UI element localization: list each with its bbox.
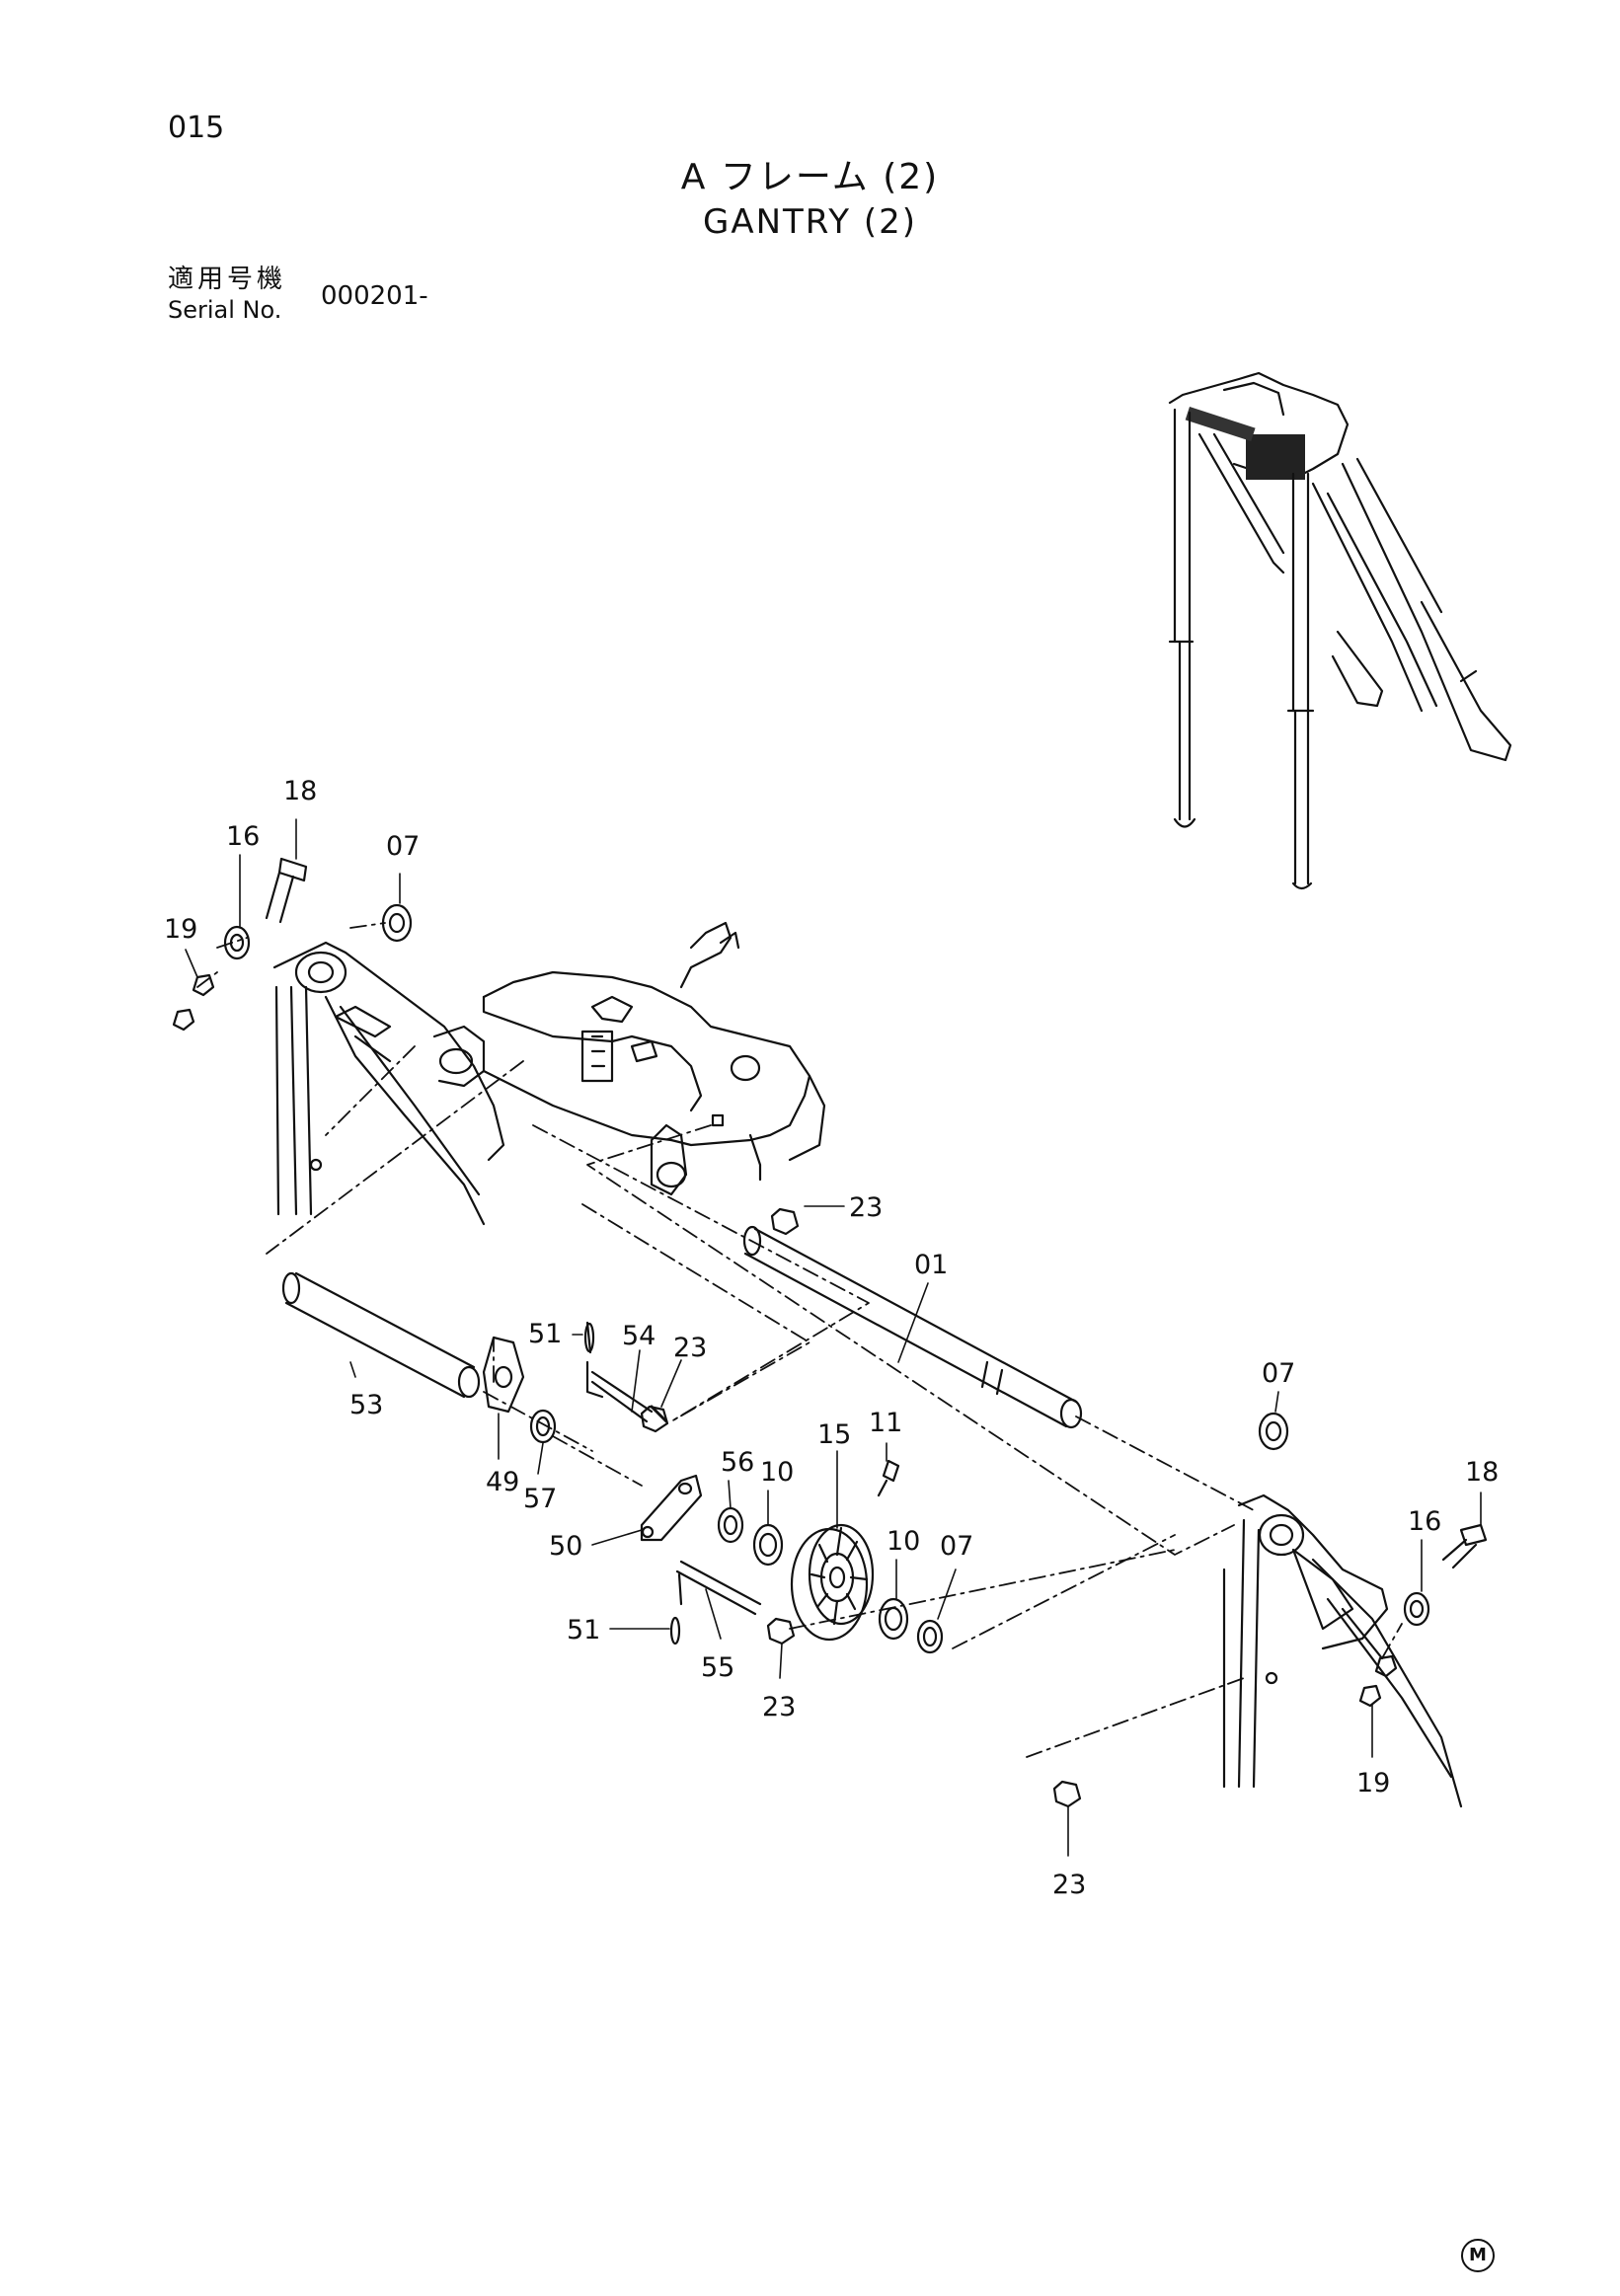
callout-18-right: 18	[1465, 1457, 1499, 1488]
serial-label-english: Serial No.	[168, 296, 282, 324]
callout-49: 49	[486, 1467, 519, 1497]
callout-51-upper: 51	[528, 1319, 562, 1349]
callout-23-bottom: 23	[1052, 1870, 1086, 1900]
plate-49	[482, 1336, 525, 1414]
main-shaft	[650, 1123, 1083, 1429]
gantry-top-frame	[432, 921, 826, 1182]
washer-16-left	[223, 925, 251, 960]
page-title-japanese: A フレーム (2)	[680, 157, 940, 197]
link-50	[640, 1474, 703, 1542]
grease-fitting-11	[882, 1459, 900, 1483]
callout-15: 15	[817, 1419, 851, 1450]
nut-19-left-a	[192, 973, 215, 997]
callout-54: 54	[622, 1321, 656, 1351]
serial-number-value: 000201-	[321, 281, 428, 311]
callout-23-top: 23	[849, 1192, 883, 1223]
assembly-guide-lines	[196, 922, 1403, 1758]
callout-19-right: 19	[1356, 1768, 1390, 1799]
callout-07-middle: 07	[940, 1531, 973, 1562]
serial-label-japanese: 適用号機	[168, 265, 287, 294]
callout-51-lower: 51	[567, 1615, 600, 1645]
callout-23-a: 23	[673, 1333, 707, 1363]
pin-51-upper	[585, 1321, 592, 1354]
pin-53	[281, 1271, 481, 1399]
sheave-15	[790, 1523, 875, 1642]
right-gantry-arm	[1222, 1493, 1463, 1808]
washer-07-left	[381, 903, 413, 943]
callout-53: 53	[349, 1390, 383, 1420]
nut-23-bottom	[1052, 1780, 1082, 1808]
nut-19-right-b	[1358, 1684, 1382, 1708]
callout-leader-lines	[185, 818, 1482, 1857]
callout-01: 01	[914, 1250, 948, 1280]
page-number: 015	[168, 111, 225, 145]
callout-10-left: 10	[760, 1457, 794, 1488]
washer-16-right	[1403, 1591, 1430, 1627]
callout-19-left: 19	[164, 914, 197, 945]
callout-57: 57	[523, 1484, 557, 1514]
nut-23-a	[640, 1405, 669, 1433]
washer-07-middle	[916, 1619, 944, 1654]
page-title-english: GANTRY (2)	[703, 202, 917, 242]
callout-11: 11	[869, 1408, 902, 1438]
nut-19-left-b	[172, 1008, 195, 1032]
nut-23-top	[770, 1207, 800, 1236]
bearing-10-left	[752, 1523, 784, 1567]
callout-56: 56	[721, 1447, 754, 1478]
nut-19-right-a	[1374, 1654, 1398, 1678]
callout-23-b: 23	[762, 1692, 796, 1722]
bearing-10-right	[878, 1597, 909, 1641]
nut-23-b	[766, 1617, 796, 1645]
washer-56	[717, 1506, 744, 1544]
left-gantry-arm	[272, 941, 505, 1226]
washer-07-right	[1258, 1412, 1289, 1451]
callout-07-left: 07	[386, 831, 420, 862]
callout-16-left: 16	[226, 821, 260, 852]
bolt-54	[590, 1370, 654, 1414]
callout-16-right: 16	[1408, 1506, 1441, 1537]
pin-51-lower	[669, 1616, 681, 1645]
gantry-overview-inset	[1168, 371, 1512, 890]
callout-10-right: 10	[887, 1526, 920, 1557]
manufacturer-mark: M	[1461, 2239, 1495, 2272]
bolt-55	[679, 1560, 762, 1606]
bolt-18-left	[277, 857, 308, 882]
callout-50: 50	[549, 1531, 582, 1562]
callout-07-right: 07	[1262, 1358, 1295, 1389]
callout-18-left: 18	[283, 776, 317, 806]
callout-55: 55	[701, 1652, 734, 1683]
washer-57	[529, 1409, 557, 1444]
